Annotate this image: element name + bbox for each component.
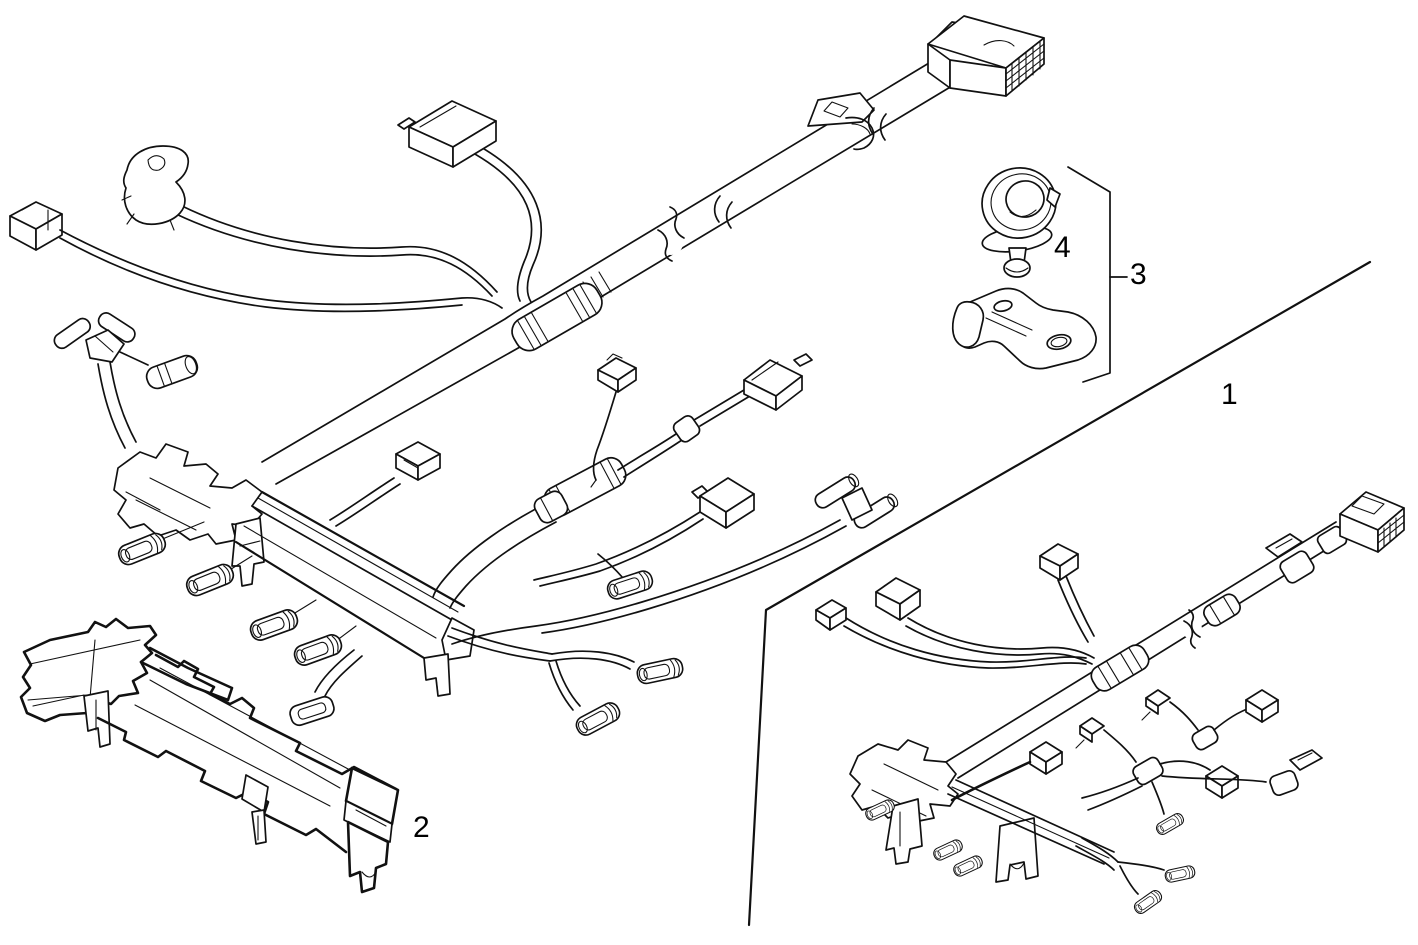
rail-outlet-tube bbox=[432, 504, 557, 609]
cable-tray bbox=[19, 617, 400, 894]
left-end-connector bbox=[9, 201, 63, 251]
rubber-boot bbox=[121, 145, 190, 231]
bottom-branch bbox=[950, 741, 1197, 917]
mid-box-connector bbox=[533, 477, 755, 587]
t-branch-fitting bbox=[53, 312, 199, 449]
t-junction-sleeve bbox=[511, 282, 603, 352]
flat-connector-branch bbox=[289, 649, 363, 727]
secondary-wiring-harness bbox=[815, 491, 1405, 917]
upper-right-branch bbox=[617, 353, 813, 478]
tube-break-symbol bbox=[657, 206, 685, 262]
branch-cluster-b bbox=[1075, 717, 1323, 837]
double-cylinder-clip bbox=[451, 473, 899, 645]
trunk-tube bbox=[945, 521, 1349, 779]
callout-label-4: 4 bbox=[1054, 231, 1071, 264]
trunk-collar bbox=[879, 113, 887, 141]
main-multi-pin-connector bbox=[927, 15, 1045, 97]
rectangular-connector bbox=[397, 100, 497, 168]
callout-bracket-3 bbox=[1067, 166, 1128, 383]
trunk-collar bbox=[867, 107, 875, 135]
left-branch-wires bbox=[59, 205, 503, 313]
mounting-bracket bbox=[951, 287, 1097, 370]
callout-label-1: 1 bbox=[1221, 378, 1238, 411]
trunk-collar bbox=[725, 201, 733, 229]
collar-ring bbox=[1203, 593, 1241, 627]
main-wiring-harness bbox=[9, 59, 953, 739]
lower-branch-wires bbox=[447, 627, 686, 739]
region-divider-line bbox=[747, 260, 1372, 927]
sub-branch bbox=[815, 543, 1095, 669]
grommet bbox=[981, 167, 1061, 278]
injector-connectors bbox=[115, 521, 357, 669]
rail-head bbox=[849, 739, 1115, 883]
callout-label-3: 3 bbox=[1130, 258, 1147, 291]
branch-wire bbox=[459, 139, 543, 303]
tube-break-symbol bbox=[1182, 609, 1202, 649]
pigtail-connector bbox=[590, 353, 637, 488]
callout-label-2: 2 bbox=[413, 811, 430, 844]
corrugated-collar bbox=[1090, 644, 1150, 692]
multi-pin-connector bbox=[1339, 491, 1405, 553]
branch-cluster-a bbox=[1141, 689, 1279, 751]
flag-clip bbox=[1265, 533, 1315, 584]
rail-stub-connector bbox=[329, 441, 441, 527]
trunk-collar bbox=[713, 195, 721, 223]
y-junction-sleeve bbox=[533, 456, 627, 524]
trunk-clip bbox=[807, 92, 875, 151]
